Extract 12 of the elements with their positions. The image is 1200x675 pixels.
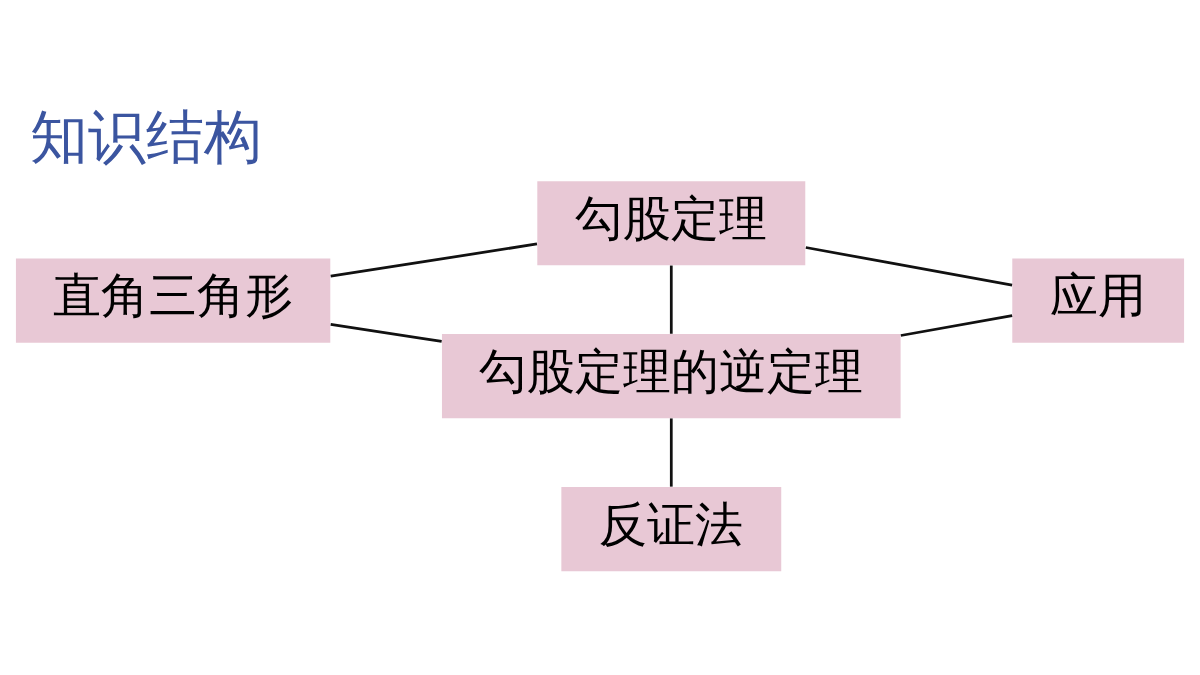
connector — [669, 265, 673, 334]
connector — [669, 418, 673, 487]
node-box: 勾股定理 — [537, 181, 806, 266]
node-box: 应用 — [1012, 258, 1185, 343]
connector — [330, 323, 442, 343]
node-box: 勾股定理的逆定理 — [441, 334, 901, 419]
node-box: 反证法 — [561, 486, 782, 572]
connector — [805, 246, 1013, 287]
connector — [330, 242, 538, 278]
node-box: 直角三角形 — [15, 258, 331, 343]
connector — [900, 314, 1013, 337]
diagram-title: 知识结构 — [30, 103, 263, 172]
